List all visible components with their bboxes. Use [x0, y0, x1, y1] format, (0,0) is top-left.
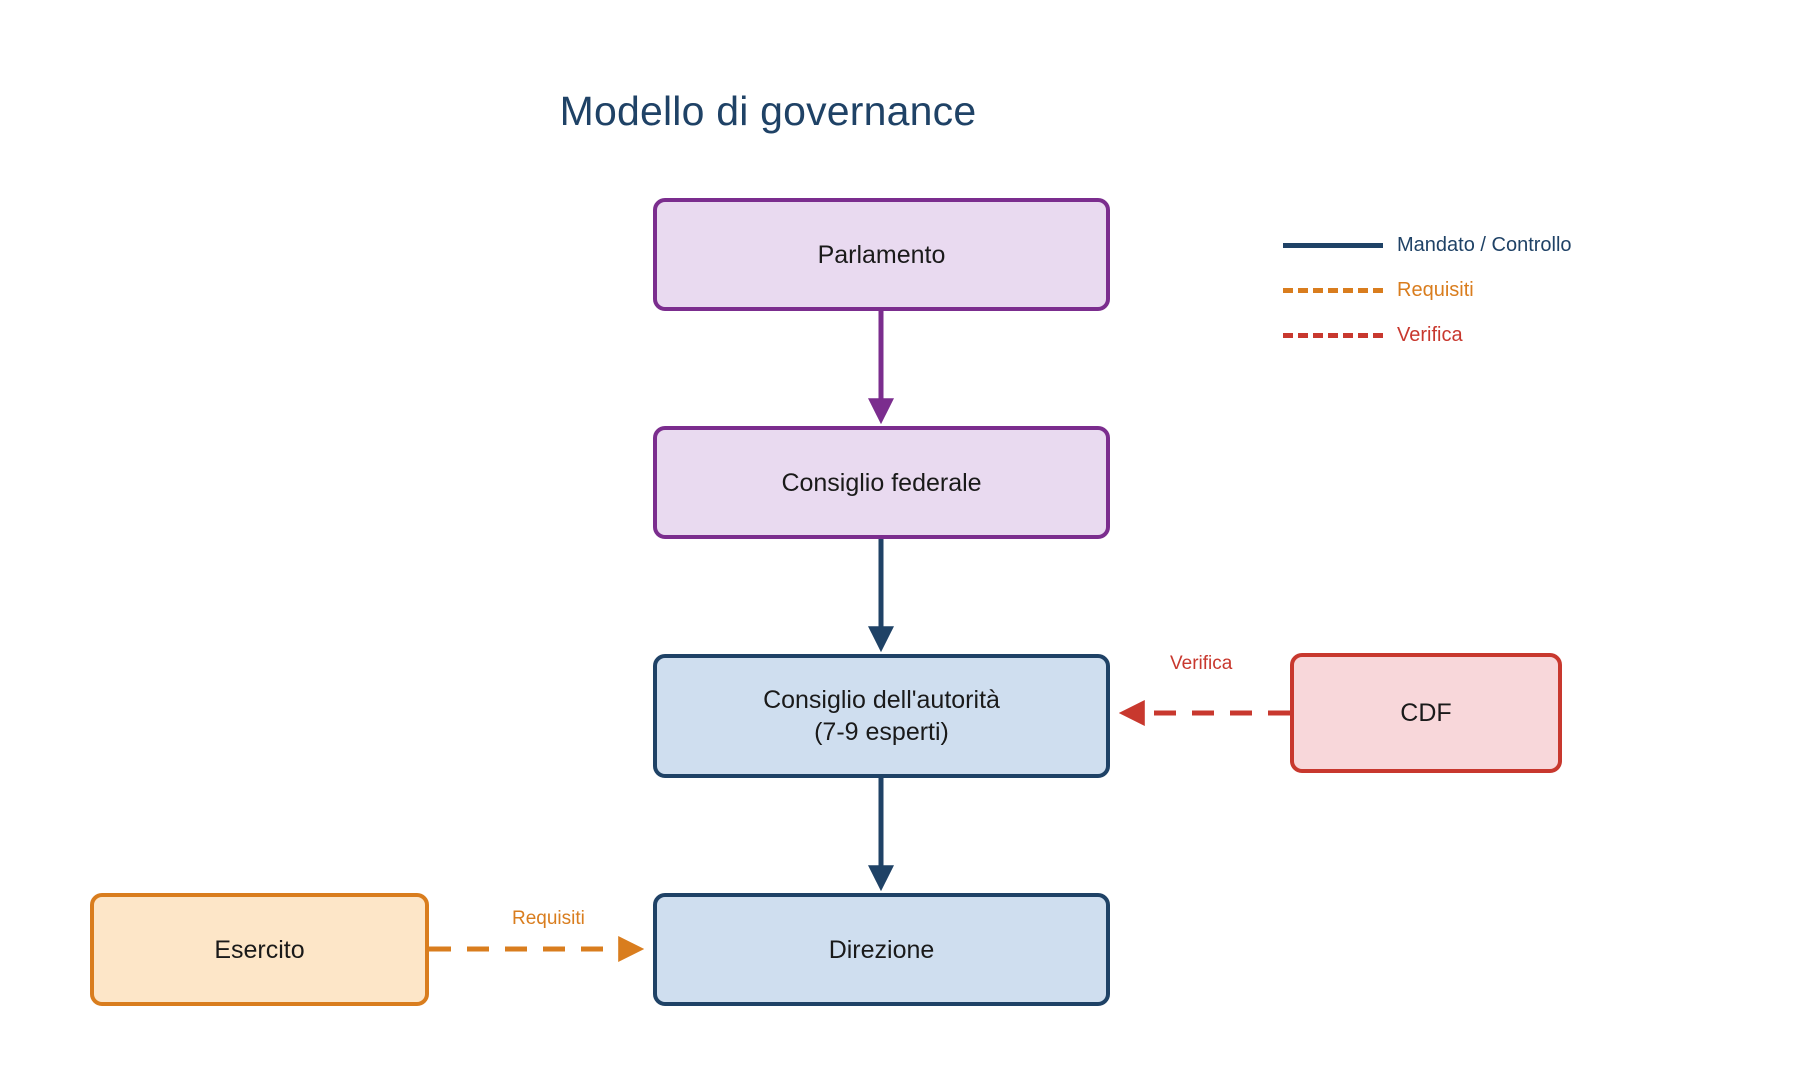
legend-item-verifica: Verifica	[1283, 324, 1572, 346]
legend-item-requisiti: Requisiti	[1283, 279, 1572, 301]
node-consiglio-federale-label: Consiglio federale	[781, 468, 982, 497]
node-consiglio-autorita-text: Consiglio dell'autorità (7-9 esperti)	[763, 684, 1000, 748]
legend-line-solid-icon	[1283, 242, 1383, 248]
node-consiglio-federale[interactable]: Consiglio federale	[653, 426, 1110, 539]
node-direzione-label: Direzione	[828, 935, 935, 964]
node-cdf-label: CDF	[1400, 699, 1452, 727]
node-parlamento-label: Parlamento	[817, 240, 946, 269]
legend: Mandato / Controllo Requisiti Verifica	[1283, 234, 1572, 346]
node-consiglio-autorita-label-line2: (7-9 esperti)	[814, 718, 949, 746]
node-consiglio-autorita-label-line1: Consiglio dell'autorità	[763, 686, 1000, 714]
legend-item-mandato-controllo: Mandato / Controllo	[1283, 234, 1572, 256]
node-esercito-label: Esercito	[214, 935, 305, 964]
edge-label-verifica: Verifica	[1170, 653, 1233, 674]
page-title: Modello di governance	[559, 88, 977, 134]
edge-label-requisiti: Requisiti	[512, 908, 585, 929]
legend-line-dashed-orange-icon	[1283, 287, 1383, 293]
node-esercito[interactable]: Esercito	[90, 893, 429, 1006]
legend-label-requisiti: Requisiti	[1397, 278, 1474, 301]
node-parlamento[interactable]: Parlamento	[653, 198, 1110, 311]
legend-line-dashed-red-icon	[1283, 332, 1383, 338]
legend-label-verifica: Verifica	[1397, 323, 1463, 346]
node-cdf[interactable]: CDF	[1290, 653, 1562, 773]
legend-label-mandato-controllo: Mandato / Controllo	[1397, 233, 1572, 256]
node-direzione[interactable]: Direzione	[653, 893, 1110, 1006]
node-consiglio-autorita[interactable]: Consiglio dell'autorità (7-9 esperti)	[653, 654, 1110, 778]
